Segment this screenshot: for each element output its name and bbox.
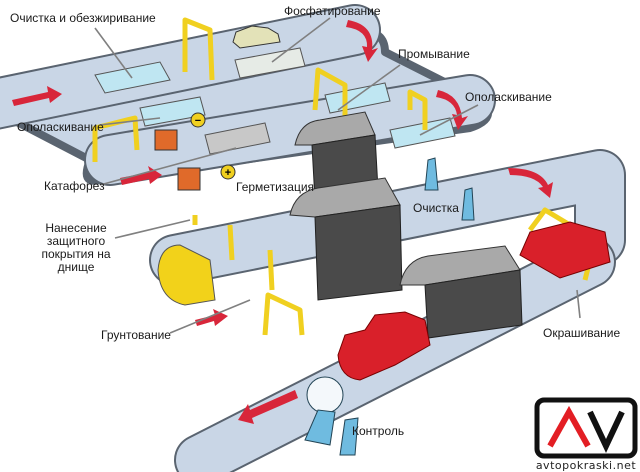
label-painting: Окрашивание [543,326,621,340]
label-sealing: Герметизация [236,180,314,194]
label-control: Контроль [352,424,404,438]
arrow-icon [436,90,468,130]
workers [304,157,475,456]
label-washing: Промывание [398,47,470,61]
cars [157,25,611,381]
label-line: Нанесение [45,221,107,235]
label-rinsing-left: Ополаскивание [17,120,104,134]
plus-icon: + [225,167,231,179]
arrow-icon [238,390,298,424]
label-priming: Грунтование [101,328,171,342]
label-phosphating: Фосфатирование [284,4,381,18]
label-cataphoresis: Катафорез [44,179,105,193]
label-pointers [94,17,581,334]
car-yellow [157,244,216,306]
arrow-icon [508,168,553,198]
label-line: защитного [47,234,106,248]
site-logo: avtopokraski.net [534,397,638,472]
minus-icon: − [195,115,201,127]
car-beige [232,25,281,49]
label-rinsing-right: Ополаскивание [465,90,552,104]
arrow-icon [346,20,378,62]
car-red-finished [337,311,431,381]
label-line: днище [58,260,95,274]
label-underbody-coating: Нанесение защитного покрытия на днище [41,221,110,274]
car-red-painting [519,221,611,279]
electrodes: − + [154,112,236,191]
site-url: avtopokraski.net [536,459,637,472]
tunnels [289,111,523,339]
arrow-icon [12,86,62,106]
label-cleaning-degreasing: Очистка и обезжиривание [10,11,156,25]
label-line: покрытия на [41,247,110,261]
label-cleaning: Очистка [413,201,459,215]
